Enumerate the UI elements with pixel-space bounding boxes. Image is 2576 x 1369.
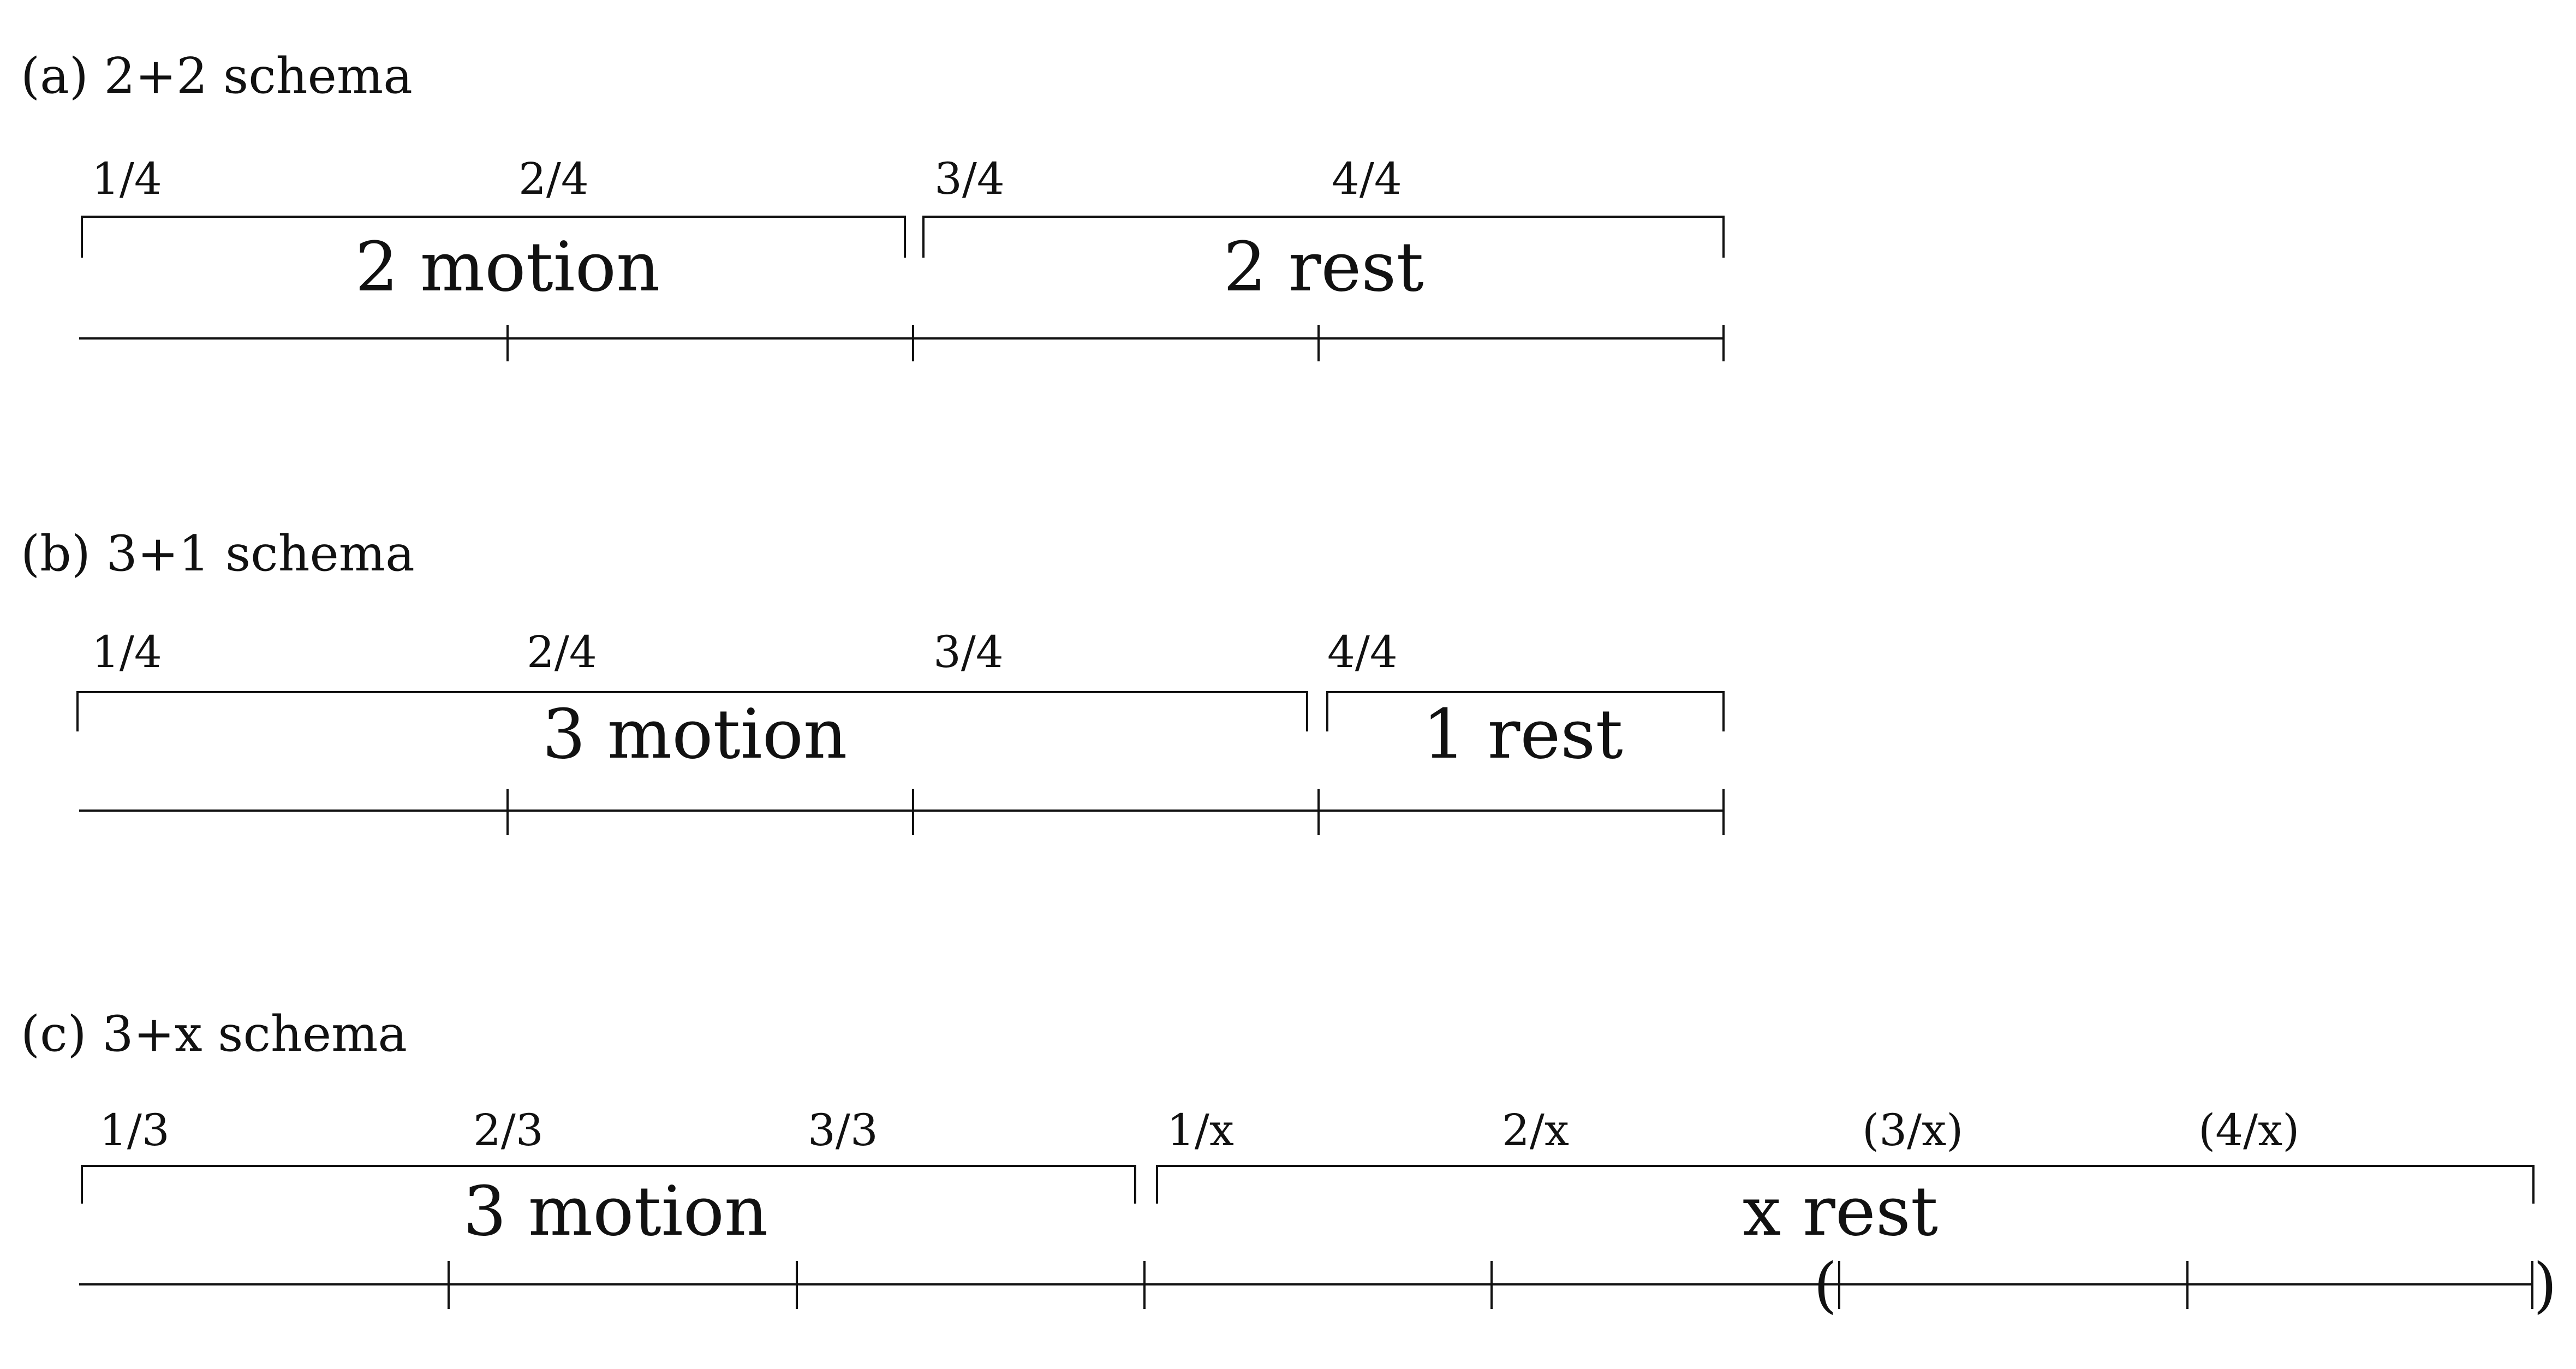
panel-c-beat-2: 2/3 bbox=[473, 1105, 544, 1156]
panel-c-beat-7: (4/x) bbox=[2198, 1105, 2299, 1156]
panel-b-bracket-motion bbox=[76, 691, 1308, 731]
panel-c-rest-label: x rest bbox=[1743, 1172, 1938, 1251]
panel-a-beat-2: 2/4 bbox=[518, 153, 589, 204]
panel-b-motion-label: 3 motion bbox=[542, 695, 847, 774]
panel-b-beat-2: 2/4 bbox=[527, 627, 597, 677]
panel-b-title: (b) 3+1 schema bbox=[21, 525, 415, 582]
panel-c-bracket-rest bbox=[1156, 1165, 2535, 1204]
panel-c-open-paren: ( bbox=[1814, 1250, 1837, 1320]
panel-b-beat-4: 4/4 bbox=[1327, 627, 1398, 677]
panel-b-rest-label: 1 rest bbox=[1422, 695, 1623, 774]
panel-a-rest-label: 2 rest bbox=[1223, 228, 1423, 307]
panel-c-beat-5: 2/x bbox=[1502, 1105, 1569, 1156]
panel-a-beat-4: 4/4 bbox=[1332, 153, 1402, 204]
panel-c-title: (c) 3+x schema bbox=[21, 1005, 407, 1063]
panel-a-beat-1: 1/4 bbox=[92, 153, 162, 204]
panel-c-close-paren: ) bbox=[2533, 1250, 2557, 1320]
panel-b: (b) 3+1 schema 1/4 2/4 3/4 4/4 3 motion … bbox=[21, 525, 1725, 835]
panel-b-beat-1: 1/4 bbox=[92, 627, 162, 677]
panel-c-beat-3: 3/3 bbox=[808, 1105, 878, 1156]
panel-c-beat-1: 1/3 bbox=[99, 1105, 170, 1156]
panel-c-beat-4: 1/x bbox=[1167, 1105, 1234, 1156]
panel-b-bracket-rest bbox=[1326, 691, 1725, 731]
panel-c-bracket-motion bbox=[81, 1165, 1136, 1204]
panel-c: (c) 3+x schema 1/3 2/3 3/3 1/x 2/x (3/x)… bbox=[21, 1005, 2557, 1320]
panel-a-bracket-motion bbox=[81, 216, 906, 258]
panel-c-motion-label: 3 motion bbox=[463, 1172, 768, 1251]
panel-c-beat-6: (3/x) bbox=[1862, 1105, 1963, 1156]
panel-a-title: (a) 2+2 schema bbox=[21, 47, 413, 105]
panel-a-beat-3: 3/4 bbox=[934, 153, 1005, 204]
panel-a: (a) 2+2 schema 1/4 2/4 3/4 4/4 2 motion … bbox=[21, 47, 1725, 361]
panel-a-motion-label: 2 motion bbox=[355, 228, 660, 307]
panel-b-beat-3: 3/4 bbox=[933, 627, 1004, 677]
panel-a-bracket-rest bbox=[922, 216, 1725, 258]
